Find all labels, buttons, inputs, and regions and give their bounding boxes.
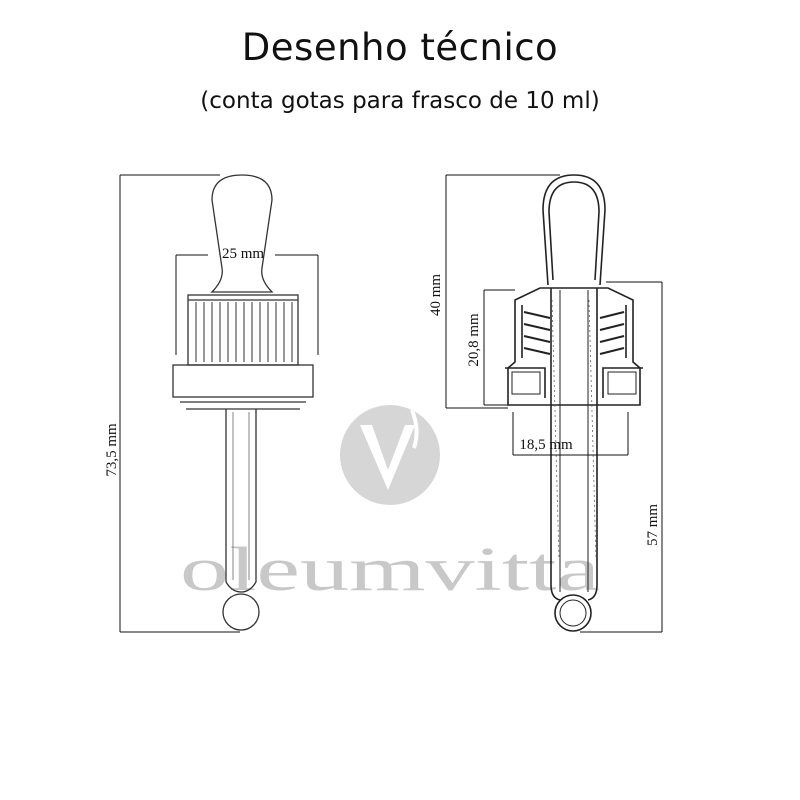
page-subtitle: (conta gotas para frasco de 10 ml) xyxy=(200,88,600,114)
dim-pipette-57 xyxy=(580,281,663,633)
dim-inner-label: 18,5 mm xyxy=(519,437,573,453)
right-dropper-drawing xyxy=(505,174,643,632)
dim-height-label: 73,5 mm xyxy=(104,423,120,477)
dim-width-label: 25 mm xyxy=(222,246,264,262)
dim-width-25 xyxy=(175,254,319,355)
watermark: oleumvitta xyxy=(180,405,600,604)
dim-top-40 xyxy=(445,174,560,409)
dim-cap-label: 20,8 mm xyxy=(466,313,482,367)
left-dropper-drawing xyxy=(172,174,314,631)
watermark-logo-icon xyxy=(340,405,440,505)
page-title: Desenho técnico xyxy=(241,26,559,69)
dim-inner-18 xyxy=(512,412,629,456)
dim-cap-20 xyxy=(483,289,515,406)
dim-pipette-label: 57 mm xyxy=(645,504,661,546)
pipette-hatching xyxy=(551,299,597,561)
dim-top-label: 40 mm xyxy=(428,274,444,316)
dim-height-73 xyxy=(119,174,240,633)
watermark-text: oleumvitta xyxy=(180,536,600,604)
